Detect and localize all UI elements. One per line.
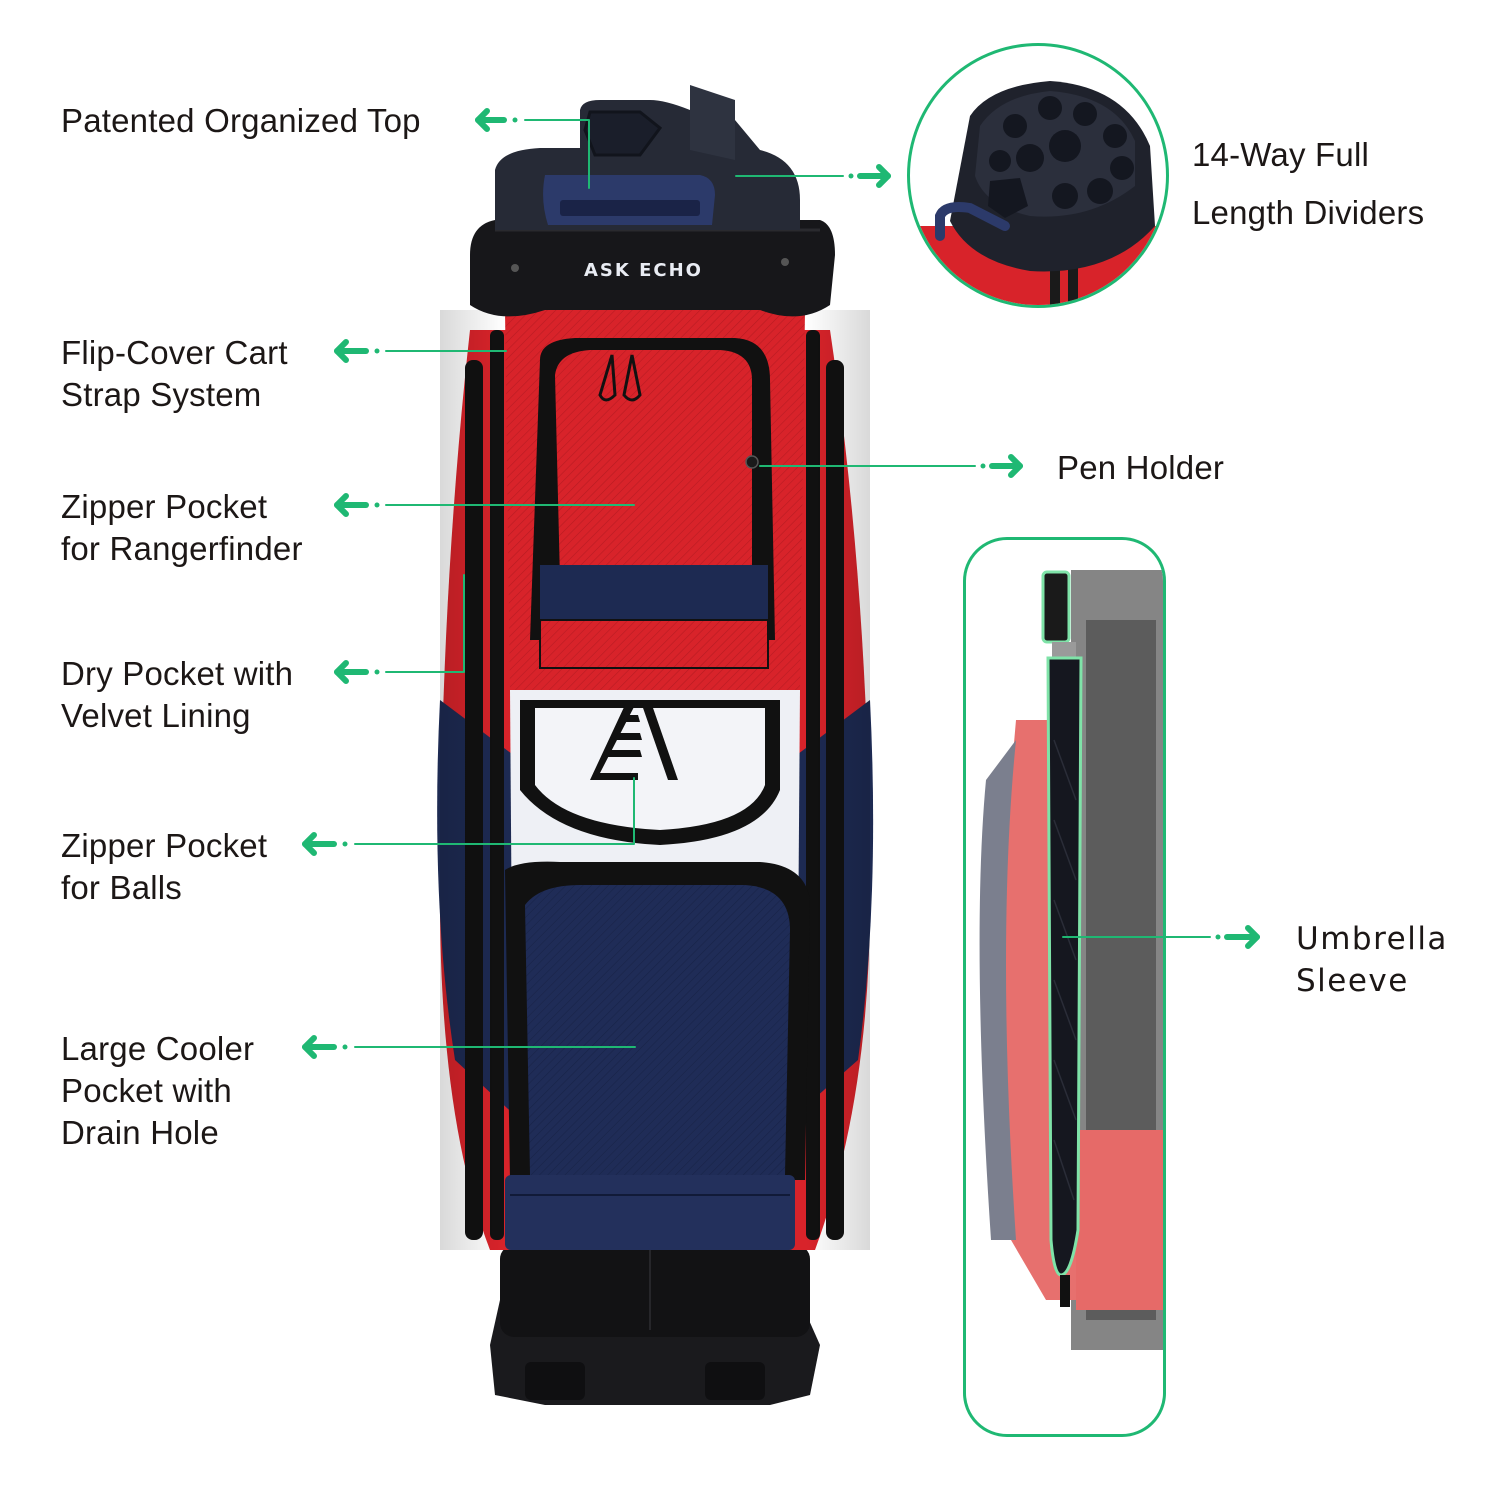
label-dry-pocket: Dry Pocket with Velvet Lining <box>61 655 294 734</box>
label-cooler: Large Cooler Pocket with Drain Hole <box>61 1030 255 1151</box>
label-rangefinder: Zipper Pocket for Rangerfinder <box>61 488 303 567</box>
label-cart-strap: Flip-Cover Cart Strap System <box>61 334 288 413</box>
bag-base <box>490 1245 820 1405</box>
brand-wordmark: ASK ECHO <box>584 260 703 281</box>
divider-top-illustration <box>910 81 1166 305</box>
umbrella-inset <box>963 537 1166 1437</box>
top-collar <box>470 85 835 317</box>
umbrella-sleeve-illustration <box>979 570 1163 1350</box>
label-dividers: 14-Way Full Length Dividers <box>1192 136 1425 231</box>
label-pen-holder: Pen Holder <box>1057 449 1225 486</box>
label-umbrella: Umbrella Sleeve <box>1296 921 1448 999</box>
umbrella-icon <box>1041 570 1083 1307</box>
label-organized-top: Patented Organized Top <box>61 102 421 139</box>
label-balls: Zipper Pocket for Balls <box>61 827 268 906</box>
dividers-inset <box>907 43 1169 308</box>
